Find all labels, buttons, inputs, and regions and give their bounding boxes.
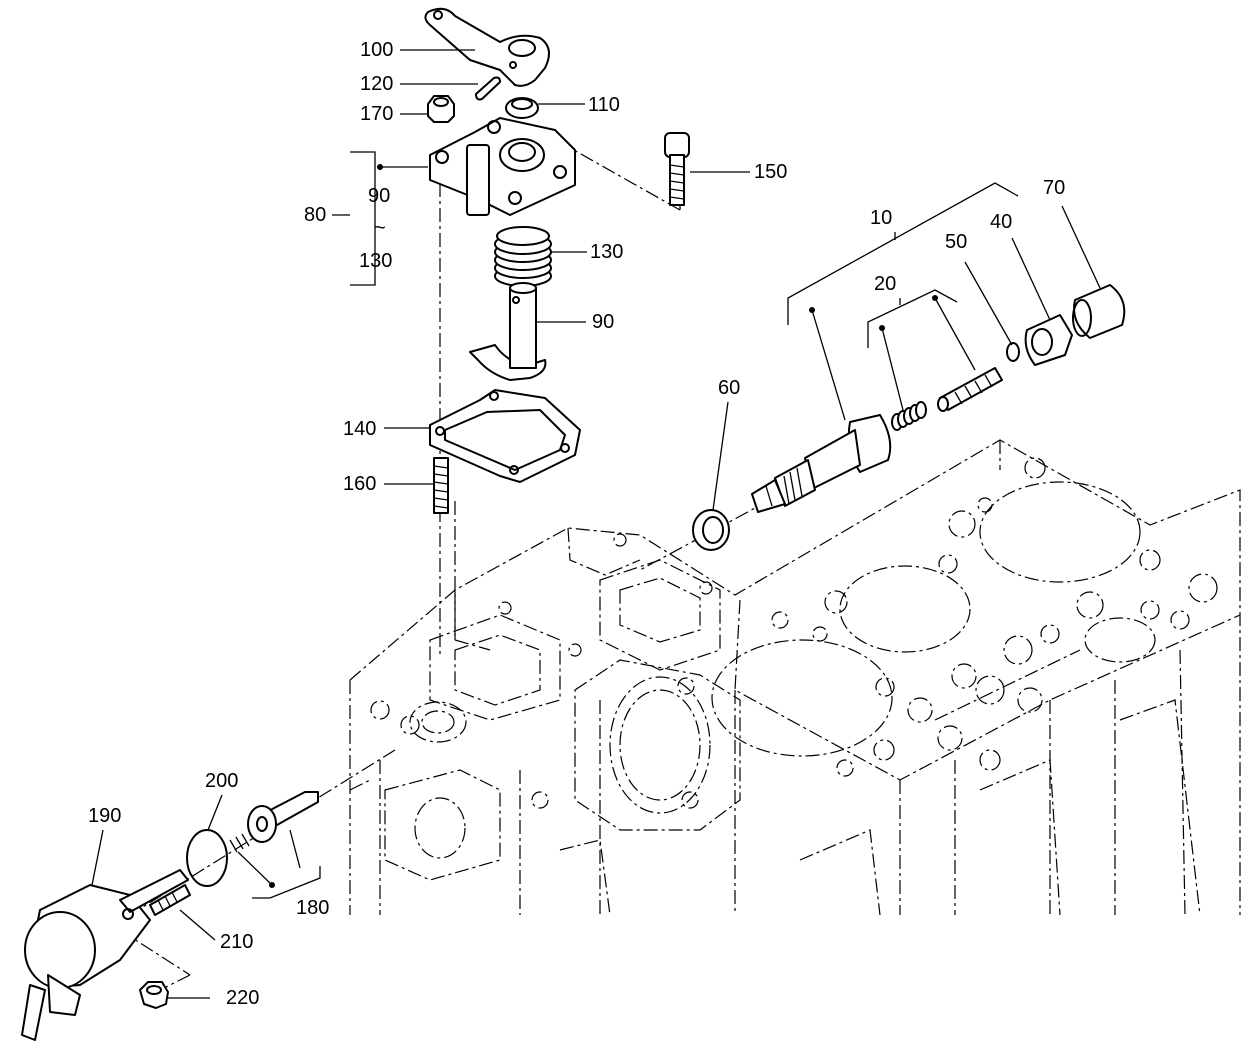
callout-160: 160 bbox=[343, 473, 377, 495]
part-70-cap bbox=[1072, 284, 1126, 339]
part-150-bolt bbox=[664, 132, 690, 206]
leader-lines bbox=[91, 49, 1101, 999]
part-120-pin bbox=[475, 76, 501, 101]
callout-130: 130 bbox=[590, 241, 624, 263]
part-210-stud bbox=[149, 884, 191, 916]
callout-200: 200 bbox=[205, 770, 239, 792]
callout-210: 210 bbox=[220, 931, 254, 953]
part-160-stud bbox=[433, 457, 449, 514]
callout-80: 80 bbox=[304, 204, 327, 226]
callout-100: 100 bbox=[360, 39, 394, 61]
part-60-washer bbox=[692, 509, 730, 551]
callout-190: 190 bbox=[88, 805, 122, 827]
part-90-shaft bbox=[469, 282, 547, 381]
callout-10: 10 bbox=[870, 207, 893, 229]
part-50-oring bbox=[1006, 342, 1020, 362]
callout-120: 120 bbox=[360, 73, 394, 95]
part-100-lever bbox=[424, 7, 550, 87]
callout-50: 50 bbox=[945, 231, 968, 253]
callout-150: 150 bbox=[754, 161, 788, 183]
callout-range-tilde: ~ bbox=[374, 217, 386, 239]
part-140-gasket bbox=[429, 389, 581, 483]
part-130-spring bbox=[494, 226, 552, 287]
part-80-cover bbox=[429, 117, 576, 216]
callout-220: 220 bbox=[226, 987, 260, 1009]
engine-block bbox=[349, 439, 1241, 916]
part-110-seal bbox=[505, 97, 539, 119]
callout-70: 70 bbox=[1043, 177, 1066, 199]
callout-180: 180 bbox=[296, 897, 330, 919]
callout-90: 90 bbox=[592, 311, 615, 333]
part-20-spring-plunger bbox=[891, 367, 1003, 431]
callout-60: 60 bbox=[718, 377, 741, 399]
part-170-nut bbox=[427, 95, 455, 123]
callout-170: 170 bbox=[360, 103, 394, 125]
part-180-plunger bbox=[229, 791, 319, 853]
callout-90-range: 90 bbox=[368, 185, 391, 207]
callout-140: 140 bbox=[343, 418, 377, 440]
part-40-nut bbox=[1024, 314, 1073, 366]
callout-40: 40 bbox=[990, 211, 1013, 233]
center-lines bbox=[119, 144, 771, 996]
callout-110: 110 bbox=[588, 94, 620, 116]
callout-130-range: 130 bbox=[359, 250, 393, 272]
part-10-valve-body bbox=[751, 414, 892, 513]
part-200-oring bbox=[186, 829, 228, 887]
callout-20: 20 bbox=[874, 273, 897, 295]
part-190-solenoid bbox=[21, 869, 189, 1041]
part-220-nut bbox=[139, 981, 169, 1009]
